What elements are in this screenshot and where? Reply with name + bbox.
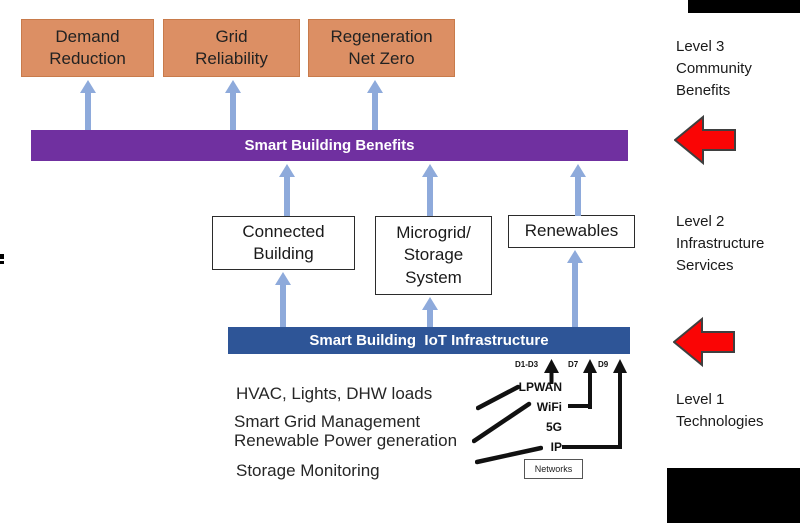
smart-building-benefits-bar: Smart Building Benefits [31, 130, 628, 161]
red-left-arrow-icon [674, 114, 736, 166]
device-elbow-arrow-icon [568, 359, 597, 409]
legend-level3: Level 3 Community Benefits [676, 38, 752, 99]
legend-level1: Level 1 Technologies [676, 391, 764, 430]
connector-line [476, 384, 520, 411]
legend-level2: Level 2 Infrastructure Services [676, 213, 765, 274]
benefit-box-regeneration-net-zero: Regeneration Net Zero [308, 19, 455, 77]
connector-line [472, 401, 532, 444]
up-arrow-icon [225, 80, 241, 130]
device-label-d1-d3: D1-D3 [515, 360, 539, 369]
up-arrow-icon [367, 80, 383, 130]
up-arrow-icon [570, 164, 586, 216]
network-label-5g: 5G [545, 420, 562, 434]
device-up-arrow-icon [544, 359, 559, 384]
network-label-lpwan: LPWAN [518, 380, 562, 394]
service-box-renewables: Renewables [508, 215, 635, 248]
load-line-hvac: HVAC, Lights, DHW loads [236, 384, 433, 403]
benefit-box-grid-reliability: Grid Reliability [163, 19, 300, 77]
load-line-storage-monitoring: Storage Monitoring [236, 461, 380, 480]
bottom-right-black-rect [667, 468, 800, 523]
up-arrow-icon [279, 164, 295, 216]
networks-box: Networks [524, 459, 583, 479]
service-box-connected-building: Connected Building [212, 216, 355, 270]
device-elbow-arrow-icon [562, 359, 627, 449]
smart-building-iot-infrastructure-bar: Smart Building IoT Infrastructure [228, 327, 630, 354]
red-left-arrow-icon [673, 316, 735, 368]
benefit-box-demand-reduction: Demand Reduction [21, 19, 154, 77]
connector-line [475, 445, 543, 465]
device-label-d7: D7 [568, 360, 579, 369]
load-line-smart-grid: Smart Grid Management [234, 412, 421, 431]
network-label-ip: IP [550, 440, 562, 454]
network-label-wifi: WiFi [536, 400, 562, 414]
service-box-microgrid-storage: Microgrid/ Storage System [375, 216, 492, 295]
top-right-black-bar [688, 0, 800, 13]
up-arrow-icon [422, 164, 438, 216]
clipped-text-fragment [0, 254, 4, 259]
up-arrow-icon [80, 80, 96, 130]
device-label-d9: D9 [598, 360, 609, 369]
clipped-text-fragment [0, 261, 4, 264]
up-arrow-icon [567, 250, 583, 327]
up-arrow-icon [275, 272, 291, 327]
load-line-renewable-power: Renewable Power generation [234, 431, 458, 450]
up-arrow-icon [422, 297, 438, 327]
